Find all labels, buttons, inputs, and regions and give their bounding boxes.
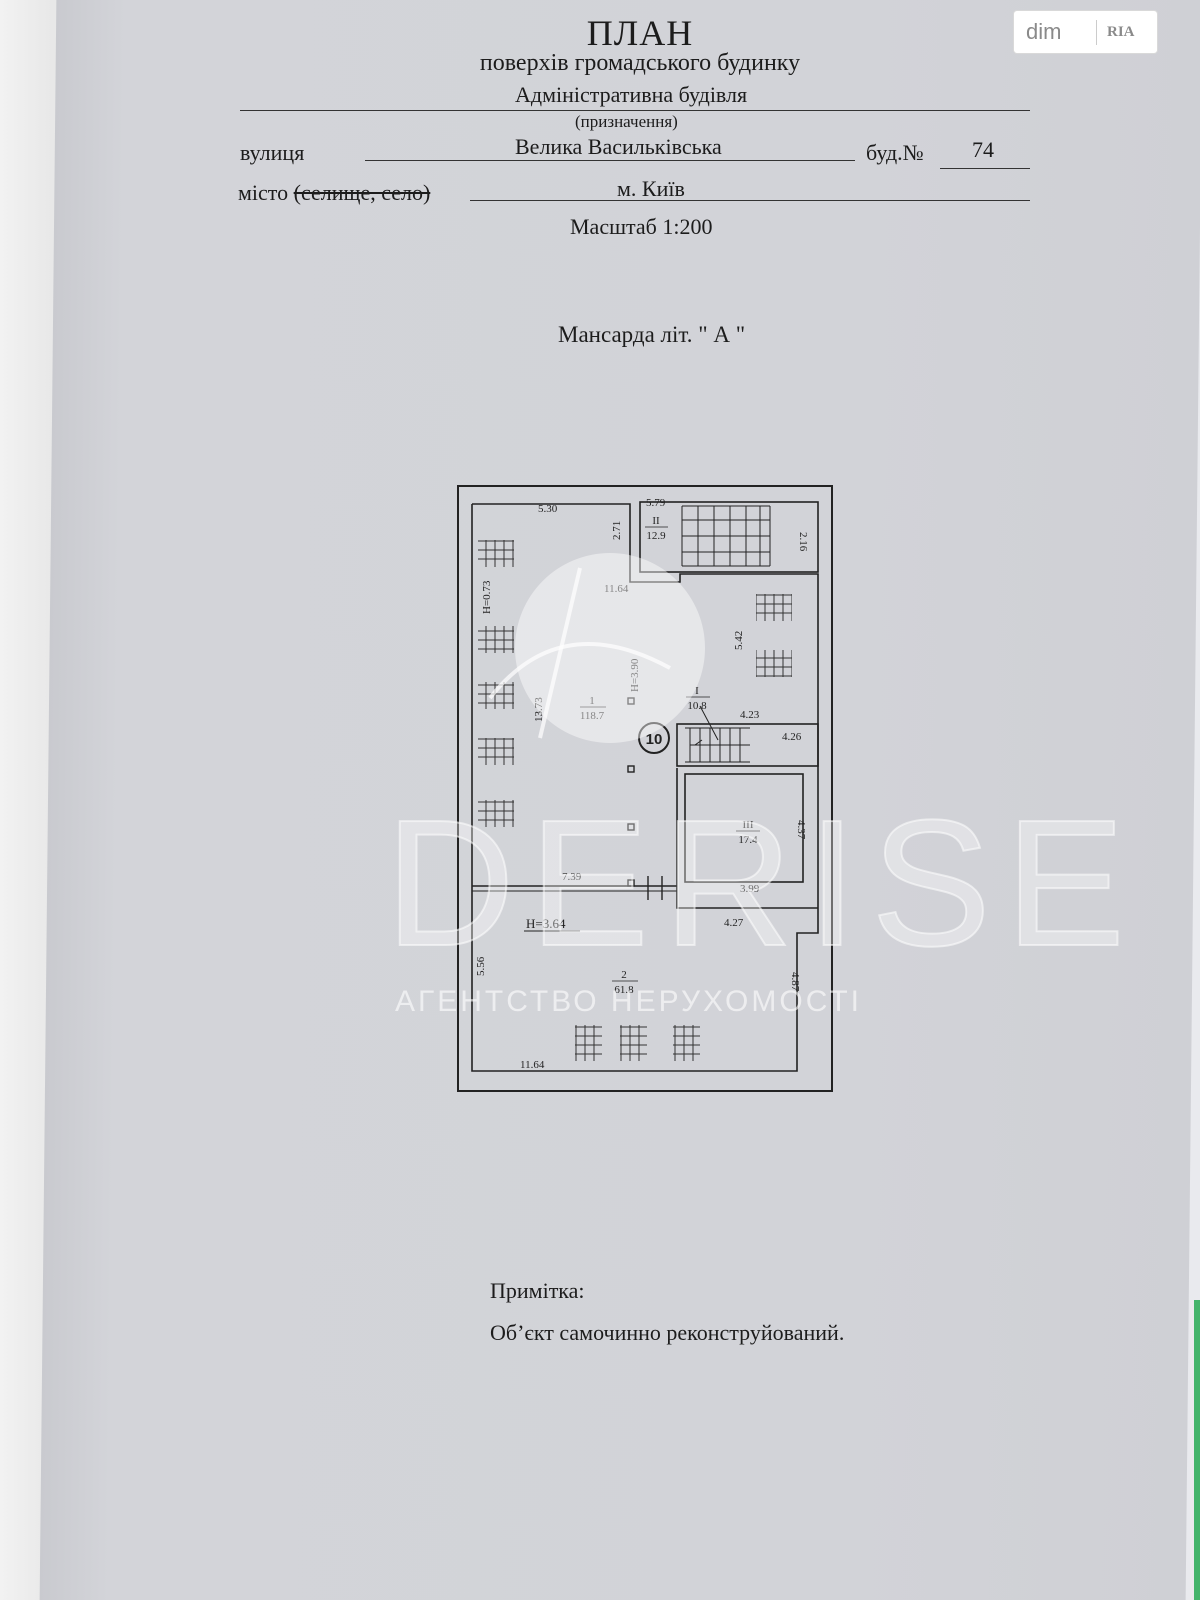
room-iii-label: III 17.4 <box>736 819 760 846</box>
room-number: II <box>652 515 660 527</box>
city-label: місто (селище, село) <box>238 180 430 206</box>
note-text: Об’єкт самочинно реконструйований. <box>490 1320 845 1345</box>
stair-ii-room <box>639 501 819 573</box>
roof-windows <box>478 540 792 1061</box>
street-value: Велика Васильківська <box>515 134 722 159</box>
purpose-value: Адміністративна будівля <box>515 82 748 107</box>
building-value: 74 <box>972 137 994 162</box>
dim-label: 4.23 <box>740 709 760 721</box>
height-label: H=3.90 <box>629 658 641 692</box>
dim-label: 3.99 <box>740 883 760 895</box>
dim-label: 5.56 <box>475 956 487 976</box>
dim-label: 4.26 <box>782 731 802 743</box>
room-number: 1 <box>589 695 595 707</box>
room-1-label: 1 118.7 <box>580 695 606 722</box>
scale-text: Масштаб 1:200 <box>570 214 713 239</box>
dim-label: 2.71 <box>611 521 623 540</box>
plan-inner-wall <box>471 503 819 1072</box>
room-area: 12.9 <box>646 530 666 542</box>
dim-label: 2.16 <box>797 532 809 552</box>
room-2-label: 2 61.8 <box>612 969 638 996</box>
room-area: 10.8 <box>687 700 707 712</box>
dim-label: 7.39 <box>562 871 582 883</box>
stair-marker-circle <box>638 722 670 754</box>
height-label: H=3.64 <box>526 916 566 931</box>
background-edge <box>1194 1300 1200 1600</box>
dim-label: 5.79 <box>646 497 666 509</box>
room-i-label: I 10.8 <box>686 685 710 712</box>
leader-line <box>699 705 719 741</box>
room-area: 61.8 <box>614 984 634 996</box>
logo-ria-text: RIA <box>1096 19 1135 45</box>
floor-title: Мансарда літ. " А " <box>558 322 746 347</box>
room-number: I <box>695 685 699 697</box>
room-number: 2 <box>621 969 627 981</box>
dim-label: 4.37 <box>795 820 807 840</box>
street-label: вулиця <box>240 140 305 165</box>
dim-label: 11.64 <box>520 1059 545 1071</box>
dim-label: 5.42 <box>733 631 745 650</box>
dim-label: 5.30 <box>538 503 558 515</box>
columns <box>627 697 635 887</box>
logo-dim-text: dim <box>1026 19 1062 44</box>
city-value: м. Київ <box>617 176 685 201</box>
room-iii <box>684 773 804 883</box>
stair-i-steps <box>685 727 750 763</box>
watermark-caption: АГЕНТСТВО НЕРУХОМОСТІ <box>395 985 863 1018</box>
stair-ii-steps <box>681 505 771 567</box>
street-underline <box>365 160 855 161</box>
stair-i-room <box>676 723 819 767</box>
building-underline <box>940 168 1030 169</box>
height-label: H=0.73 <box>481 580 493 614</box>
dim-label: 4.27 <box>724 917 744 929</box>
city-label-text: місто <box>238 180 289 205</box>
watermark-brand: DERISE <box>384 782 1140 985</box>
room-area: 118.7 <box>580 710 605 722</box>
doc-subtitle: поверхів громадського будинку <box>479 50 801 76</box>
dim-ria-logo[interactable]: dim RIA <box>1013 10 1158 54</box>
room-number: III <box>743 819 754 831</box>
plan-outer-wall <box>457 485 833 1092</box>
floor-plan: 10 5.30 5.79 2.71 2.16 11.64 5.42 4.23 4… <box>457 485 833 1092</box>
note-label: Примітка: <box>490 1278 585 1303</box>
dim-label: 4.87 <box>789 972 801 992</box>
city-underline <box>470 200 1030 201</box>
room-ii-label: II 12.9 <box>645 515 668 542</box>
city-strike-text: (селище, село) <box>293 180 431 205</box>
building-label: буд.№ <box>866 140 924 165</box>
stair-marker: 10 <box>646 731 663 748</box>
doc-title: ПЛАН <box>586 13 694 53</box>
purpose-caption: (призначення) <box>575 112 678 131</box>
room-iii-wall <box>676 768 818 909</box>
dim-label: 11.64 <box>604 583 629 595</box>
room-area: 17.4 <box>738 834 758 846</box>
purpose-underline <box>240 110 1030 111</box>
dim-label: 13.73 <box>533 697 545 722</box>
watermark-logo-icon <box>488 553 705 743</box>
